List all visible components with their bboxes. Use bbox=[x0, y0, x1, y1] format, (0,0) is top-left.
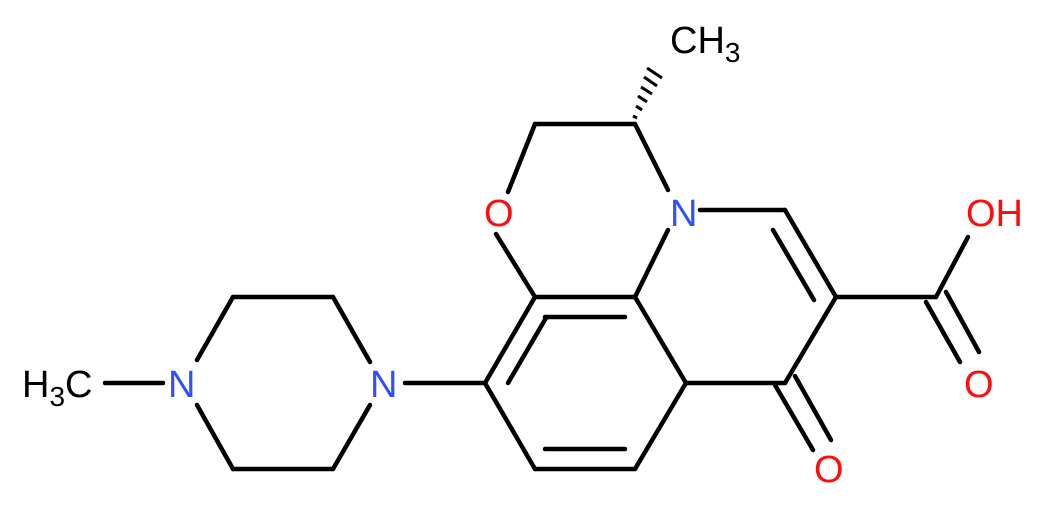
bond-c3-c4 bbox=[782, 294, 839, 386]
piperazine-n4-label: N bbox=[168, 364, 195, 406]
bond-o-c9 bbox=[493, 231, 538, 300]
methyl-left-label: H3C bbox=[22, 364, 92, 412]
bond-cooh-o-b bbox=[943, 289, 982, 355]
bond-ketone-a bbox=[772, 382, 816, 453]
bond-ch2b-nme bbox=[194, 294, 236, 363]
bond-o-ch2 bbox=[505, 121, 538, 195]
bond-n-c9a bbox=[632, 227, 671, 300]
atom-labels: CH3 H3C O N N N OH O O bbox=[22, 20, 1023, 491]
bond-ch2d-npip bbox=[330, 402, 373, 472]
bond-cooh-oh bbox=[933, 234, 971, 300]
bond-npip-ch2a bbox=[330, 294, 373, 365]
ketone-oxygen-label: O bbox=[814, 449, 844, 491]
bond-c9a-c5a bbox=[632, 294, 689, 386]
methyl-top-label: CH3 bbox=[670, 20, 740, 68]
bond-ch-n bbox=[632, 121, 671, 193]
bond-c8-c9-inner bbox=[505, 315, 549, 386]
bond-lines bbox=[102, 66, 982, 472]
piperazine-n1-label: N bbox=[370, 364, 397, 406]
hydroxyl-label: OH bbox=[966, 193, 1023, 235]
ring-oxygen-label: O bbox=[484, 193, 514, 235]
bond-ketone-b bbox=[792, 373, 834, 443]
bond-c2-c3-inner bbox=[770, 227, 817, 303]
bond-c7-c8 bbox=[482, 380, 538, 472]
bond-c2-c3 bbox=[782, 207, 839, 300]
hashed-wedge-bond bbox=[632, 66, 663, 120]
bond-c8-c9 bbox=[482, 294, 538, 386]
bond-c5a-c6 bbox=[632, 380, 689, 472]
acid-carbonyl-oxygen-label: O bbox=[964, 364, 994, 406]
bond-nme-ch2c bbox=[194, 402, 236, 472]
ring-nitrogen-label: N bbox=[670, 193, 697, 235]
bond-cooh-o-a bbox=[923, 299, 963, 365]
